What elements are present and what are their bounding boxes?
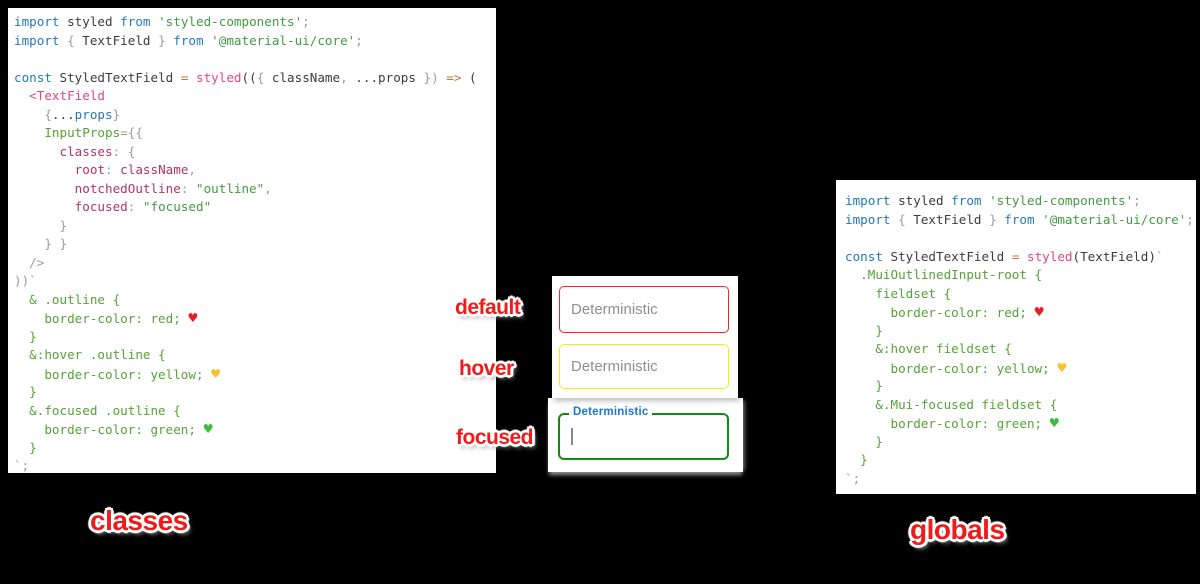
caption-classes: classes (90, 505, 188, 536)
label-focused: focused (456, 426, 534, 449)
textfield-focused-label: Deterministic (569, 406, 653, 418)
textfield-default-input[interactable] (560, 287, 728, 332)
textfield-hover[interactable] (559, 344, 729, 389)
textfield-hover-input[interactable] (560, 345, 728, 388)
textfield-focused[interactable]: Deterministic (558, 406, 729, 460)
text-caret (571, 428, 573, 445)
globals-code-panel: import styled from 'styled-components';i… (836, 180, 1196, 494)
caption-globals: globals (910, 514, 1005, 545)
label-default: default (455, 296, 521, 319)
classes-code: import styled from 'styled-components';i… (14, 14, 477, 473)
textfield-default[interactable] (559, 286, 729, 333)
label-hover: hover (459, 357, 514, 380)
textfield-focused-input[interactable] (560, 415, 727, 458)
classes-code-panel: import styled from 'styled-components';i… (8, 8, 496, 473)
globals-code: import styled from 'styled-components';i… (845, 193, 1194, 486)
